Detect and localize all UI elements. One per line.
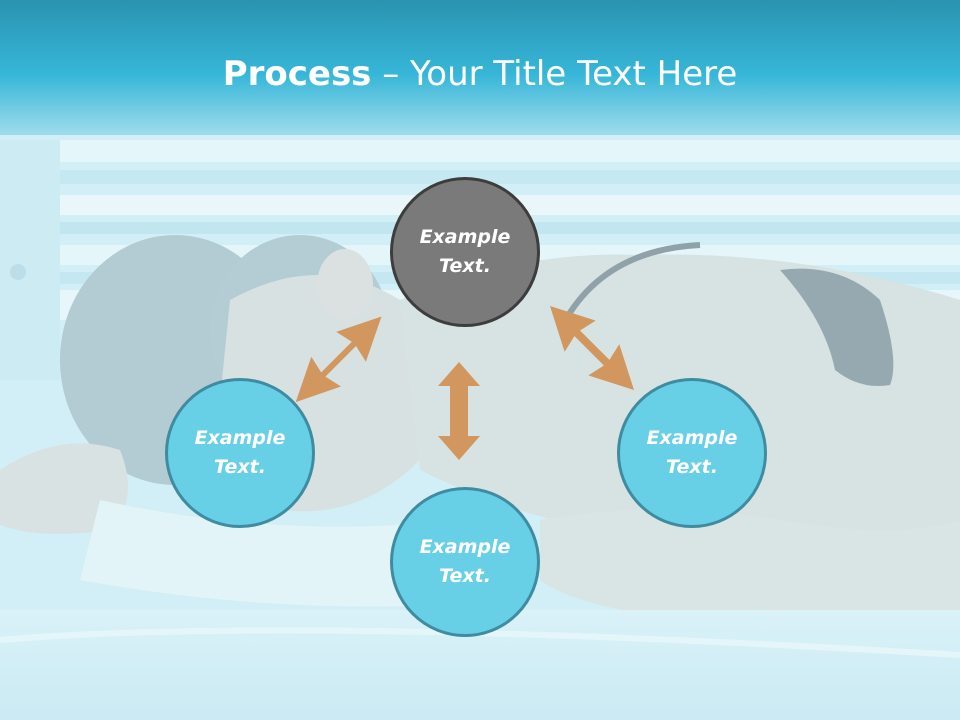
arrow-top-left [295, 316, 382, 403]
node-right-line1: Example [646, 427, 738, 449]
node-top-line1: Example [419, 226, 511, 248]
slide-title: Process – Your Title Text Here [0, 52, 960, 96]
node-bottom-line2: Text. [439, 565, 491, 587]
node-bottom-line1: Example [419, 536, 511, 558]
node-left-line1: Example [194, 427, 286, 449]
process-node-left: Example Text. [165, 378, 315, 528]
process-node-bottom: Example Text. [390, 487, 540, 637]
process-node-top: Example Text. [390, 177, 540, 327]
node-left-line2: Text. [214, 456, 266, 478]
arrow-vertical [438, 362, 480, 460]
title-rest-part: – Your Title Text Here [371, 54, 738, 94]
process-node-right: Example Text. [617, 378, 767, 528]
arrow-top-right [550, 306, 634, 390]
node-top-line2: Text. [439, 255, 491, 277]
node-right-line2: Text. [666, 456, 718, 478]
title-bold-part: Process [222, 54, 372, 94]
